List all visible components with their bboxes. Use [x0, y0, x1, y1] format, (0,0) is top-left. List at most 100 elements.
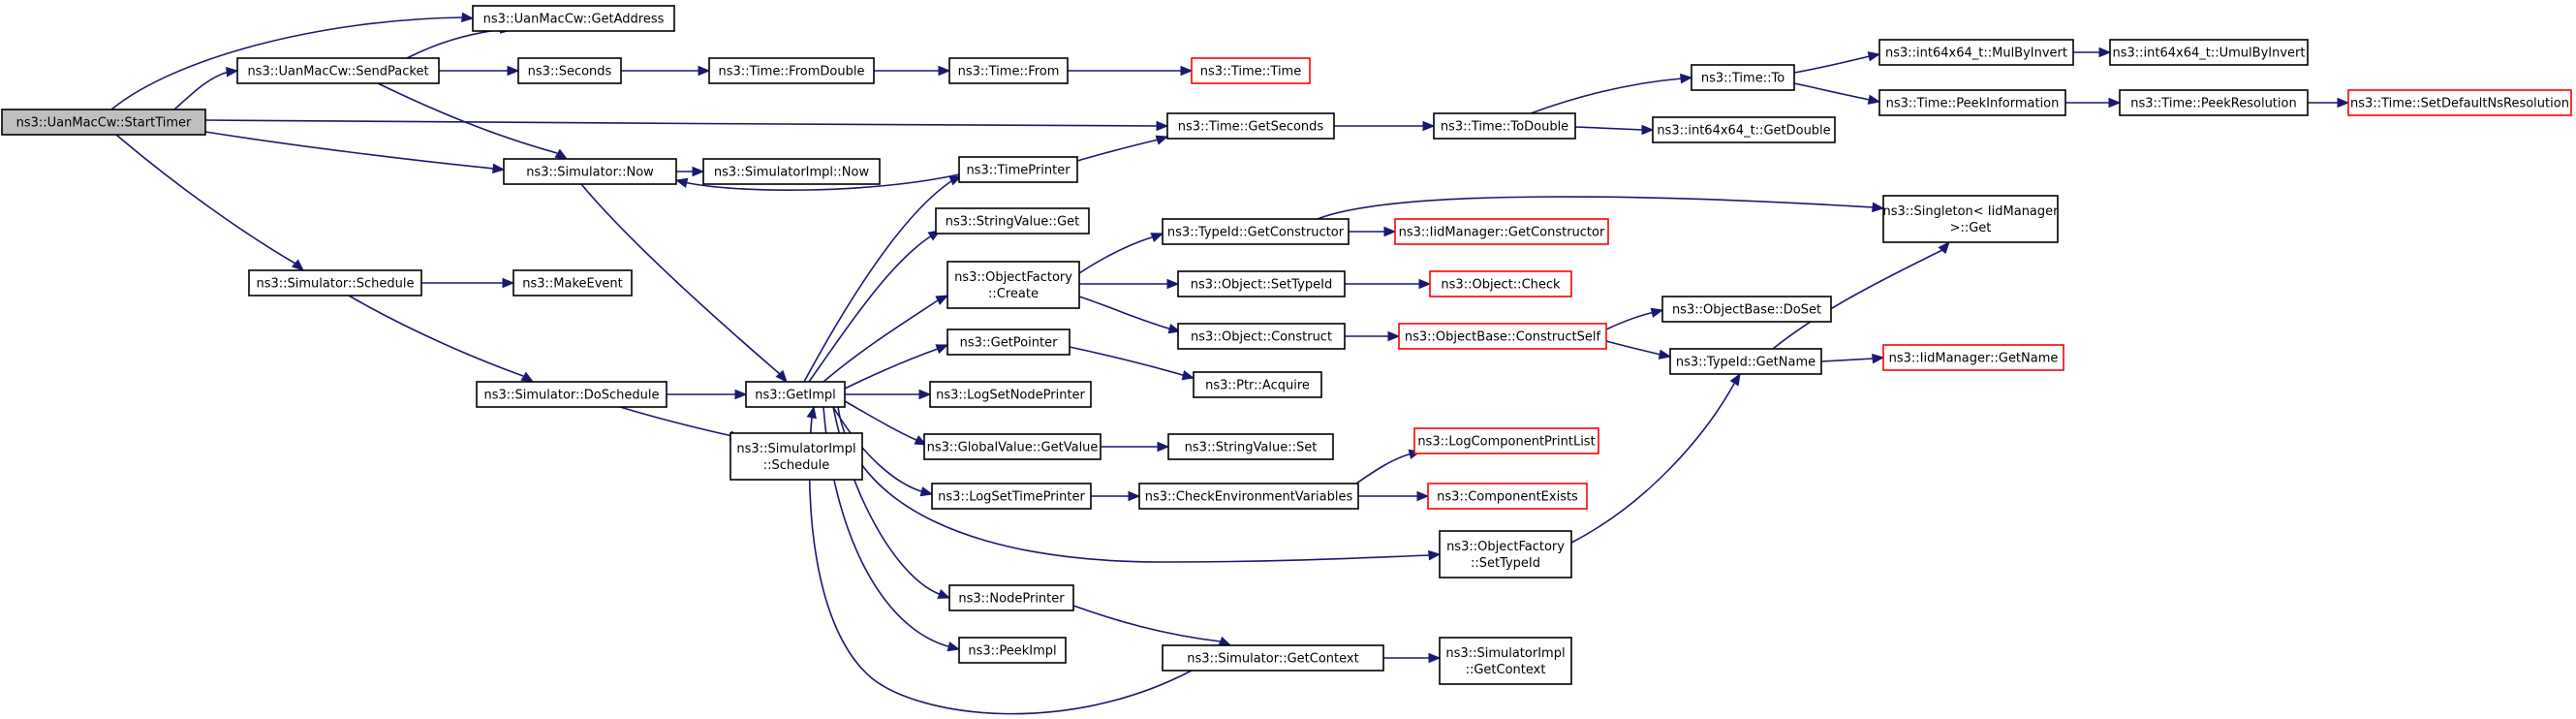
- node-box: [1138, 483, 1359, 510]
- arrowhead: [806, 405, 817, 420]
- arrowhead: [948, 175, 963, 186]
- arrowhead: [1218, 636, 1232, 646]
- node-send-packet[interactable]: ns3::UanMacCw::SendPacket: [236, 57, 440, 84]
- edge-time_to-to-mul_by_invert: [1793, 51, 1881, 74]
- node-singleton-get[interactable]: ns3::Singleton< IidManager >::Get: [1882, 195, 2059, 243]
- node-peek-information[interactable]: ns3::Time::PeekInformation: [1878, 89, 2066, 116]
- arrowhead: [1680, 73, 1693, 84]
- node-make-event[interactable]: ns3::MakeEvent: [512, 269, 633, 297]
- node-int64-get-double[interactable]: ns3::int64x64_t::GetDouble: [1652, 116, 1836, 143]
- node-label: ns3::LogSetNodePrinter: [936, 389, 1085, 403]
- node-simimpl-now[interactable]: ns3::SimulatorImpl::Now: [702, 158, 881, 185]
- node-time-time[interactable]: ns3::Time::Time: [1191, 57, 1311, 84]
- node-object-check[interactable]: ns3::Object::Check: [1429, 270, 1572, 297]
- node-iid-get-constructor[interactable]: ns3::IidManager::GetConstructor: [1394, 218, 1609, 245]
- edge-line: [1078, 296, 1173, 330]
- arrowhead: [1428, 549, 1442, 561]
- node-to-double[interactable]: ns3::Time::ToDouble: [1433, 112, 1576, 140]
- node-start-timer[interactable]: ns3::UanMacCw::StartTimer: [1, 109, 206, 136]
- node-typeid-get-name[interactable]: ns3::TypeId::GetName: [1669, 348, 1822, 375]
- arrowhead: [1156, 120, 1169, 132]
- node-time-from[interactable]: ns3::Time::From: [948, 57, 1069, 84]
- edge-line: [1355, 453, 1413, 485]
- arrowhead: [1150, 233, 1164, 242]
- edge-check_env_vars-to-component_exists: [1357, 490, 1430, 502]
- node-peek-resolution[interactable]: ns3::Time::PeekResolution: [2119, 89, 2309, 116]
- node-string-value-get[interactable]: ns3::StringValue::Get: [935, 207, 1090, 234]
- node-typeid-get-constructor[interactable]: ns3::TypeId::GetConstructor: [1162, 218, 1350, 245]
- edge-line: [204, 119, 1159, 127]
- node-label: ns3::ComponentExists: [1437, 490, 1578, 505]
- node-label: ns3::ObjectFactory: [1446, 540, 1565, 554]
- node-simimpl-get-context[interactable]: ns3::SimulatorImpl::GetContext: [1439, 637, 1572, 685]
- node-simimpl-schedule[interactable]: ns3::SimulatorImpl::Schedule: [729, 432, 863, 481]
- node-node-printer[interactable]: ns3::NodePrinter: [948, 584, 1074, 611]
- node-label: ns3::Time::PeekInformation: [1886, 97, 2060, 111]
- node-time-to[interactable]: ns3::Time::To: [1691, 64, 1795, 91]
- edge-mul_by_invert-to-umul_by_invert: [2073, 47, 2112, 58]
- node-get-impl[interactable]: ns3::GetImpl: [745, 381, 846, 408]
- edge-simulator_doschedule-to-simimpl_schedule: [619, 406, 743, 441]
- edge-line: [580, 183, 781, 375]
- edge-time_printer-to-simulator_now: [674, 173, 960, 191]
- node-check-env-vars[interactable]: ns3::CheckEnvironmentVariables: [1138, 483, 1359, 510]
- node-simulator-now[interactable]: ns3::Simulator::Now: [503, 158, 677, 185]
- node-label: ns3::Object::Construct: [1191, 330, 1332, 345]
- node-get-address[interactable]: ns3::UanMacCw::GetAddress: [472, 5, 675, 32]
- arrowhead: [2098, 47, 2112, 58]
- node-get-pointer[interactable]: ns3::GetPointer: [947, 328, 1071, 356]
- arrowhead: [502, 277, 515, 289]
- node-box: [1691, 64, 1795, 91]
- edge-line: [1574, 126, 1644, 131]
- node-objectbase-doset[interactable]: ns3::ObjectBase::DoSet: [1661, 296, 1832, 323]
- node-simulator-schedule[interactable]: ns3::Simulator::Schedule: [248, 269, 422, 297]
- edge-time_to-to-peek_information: [1793, 82, 1881, 105]
- node-object-factory-set-typeid[interactable]: ns3::ObjectFactory::SetTypeId: [1439, 530, 1572, 578]
- node-mul-by-invert[interactable]: ns3::int64x64_t::MulByInvert: [1878, 39, 2074, 66]
- edge-object_factory_create-to-object_set_typeid: [1078, 278, 1180, 290]
- node-peek-impl[interactable]: ns3::PeekImpl: [958, 637, 1067, 664]
- node-object-factory-create[interactable]: ns3::ObjectFactory::Create: [947, 261, 1080, 309]
- arrowhead: [775, 369, 788, 383]
- edge-objectbase_construct_self-to-typeid_get_name: [1605, 340, 1672, 360]
- node-box: [1398, 323, 1607, 350]
- edge-line: [1605, 311, 1656, 330]
- node-string-value-set[interactable]: ns3::StringValue::Set: [1167, 433, 1334, 460]
- node-label: ns3::UanMacCw::StartTimer: [16, 116, 192, 131]
- node-label: ns3::Simulator::DoSchedule: [483, 389, 659, 403]
- node-simulator-doschedule[interactable]: ns3::Simulator::DoSchedule: [476, 381, 667, 408]
- node-simulator-get-context[interactable]: ns3::Simulator::GetContext: [1162, 644, 1384, 672]
- node-label: ns3::ObjectBase::ConstructSelf: [1405, 330, 1601, 345]
- node-time-printer[interactable]: ns3::TimePrinter: [958, 156, 1078, 183]
- node-log-set-node-printer[interactable]: ns3::LogSetNodePrinter: [929, 381, 1092, 408]
- node-box: [1882, 195, 2059, 243]
- edge-line: [1793, 55, 1871, 74]
- arrowhead: [1938, 241, 1950, 255]
- edge-line: [1793, 82, 1871, 101]
- node-log-set-time-printer[interactable]: ns3::LogSetTimePrinter: [931, 483, 1092, 510]
- node-label: ns3::int64x64_t::UmulByInvert: [2113, 47, 2306, 61]
- node-seconds[interactable]: ns3::Seconds: [517, 57, 622, 84]
- node-box: [947, 261, 1080, 309]
- node-box: [2109, 39, 2309, 66]
- node-label: ns3::Simulator::Now: [526, 166, 654, 180]
- edge-get_impl-to-log_set_time_printer: [832, 406, 934, 497]
- edge-from_double-to-time_from: [874, 65, 951, 77]
- node-log-component-print-list[interactable]: ns3::LogComponentPrintList: [1413, 427, 1599, 454]
- node-component-exists[interactable]: ns3::ComponentExists: [1427, 483, 1588, 510]
- node-get-seconds[interactable]: ns3::Time::GetSeconds: [1166, 112, 1335, 140]
- node-set-default-ns[interactable]: ns3::Time::SetDefaultNsResolution: [2347, 89, 2572, 116]
- node-ptr-acquire[interactable]: ns3::Ptr::Acquire: [1193, 371, 1322, 398]
- node-iid-get-name[interactable]: ns3::IidManager::GetName: [1882, 344, 2064, 371]
- node-object-construct[interactable]: ns3::Object::Construct: [1177, 323, 1346, 350]
- node-box: [1878, 89, 2066, 116]
- node-global-value-get-value[interactable]: ns3::GlobalValue::GetValue: [923, 433, 1102, 460]
- node-umul-by-invert[interactable]: ns3::int64x64_t::UmulByInvert: [2109, 39, 2309, 66]
- node-box: [948, 57, 1069, 84]
- node-object-set-typeid[interactable]: ns3::Object::SetTypeId: [1177, 270, 1346, 297]
- arrowhead: [1650, 307, 1664, 318]
- arrowhead: [1867, 51, 1881, 62]
- node-box: [2347, 89, 2572, 116]
- node-objectbase-construct-self[interactable]: ns3::ObjectBase::ConstructSelf: [1398, 323, 1607, 350]
- node-from-double[interactable]: ns3::Time::FromDouble: [708, 57, 875, 84]
